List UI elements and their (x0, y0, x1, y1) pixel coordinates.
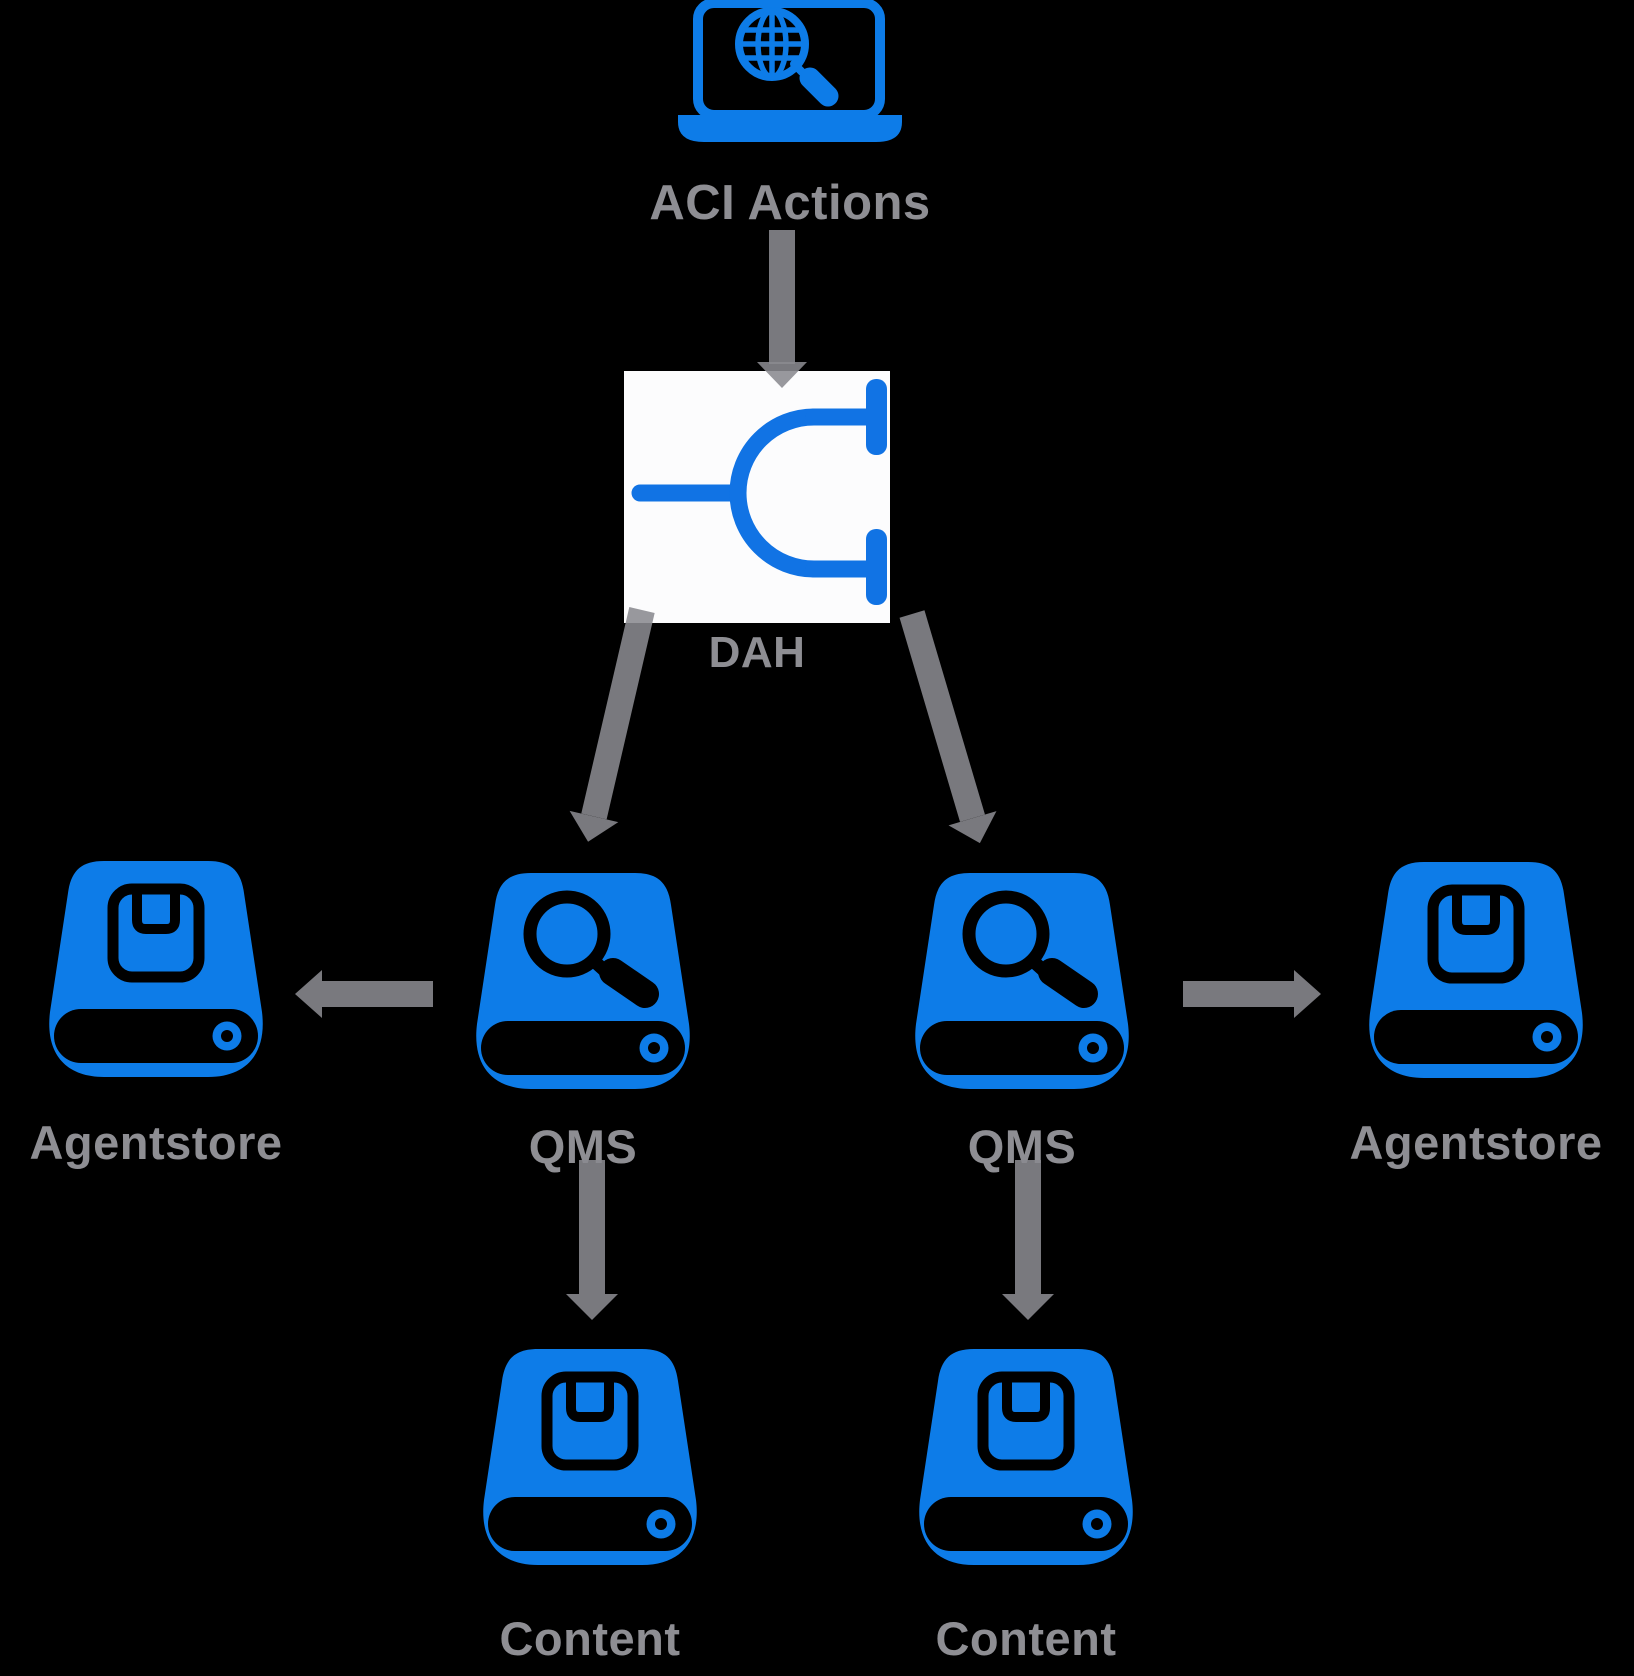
agentstore-right-label: Agentstore (1349, 1116, 1603, 1169)
drive-package-icon (40, 860, 272, 1078)
aci-actions-label: ACI Actions (649, 176, 931, 230)
edge-arrow-aci-to-dah (757, 230, 807, 388)
content-right-label: Content (935, 1612, 1117, 1665)
edge-arrow-qms-left-to-content-left (566, 1160, 618, 1320)
drive-search-icon (906, 872, 1138, 1090)
laptop-globe-search-icon (678, 0, 902, 142)
agentstore-left-label: Agentstore (29, 1116, 283, 1169)
edge-arrow-qms-right-to-agentstore-right (1183, 970, 1321, 1018)
drive-package-icon (910, 1348, 1142, 1566)
content-left-label: Content (499, 1612, 681, 1665)
dah-label: DAH (708, 628, 806, 677)
drive-search-icon (467, 872, 699, 1090)
edge-arrow-qms-left-to-agentstore-left (295, 970, 433, 1018)
dah-node-box (624, 371, 890, 623)
edge-arrow-qms-right-to-content-right (1002, 1160, 1054, 1320)
edge-arrow-dah-to-qms-right (899, 610, 997, 844)
splitter-icon (631, 379, 887, 605)
drive-package-icon (474, 1348, 706, 1566)
drive-package-icon (1360, 861, 1592, 1079)
edge-arrow-dah-to-qms-left (569, 607, 655, 842)
